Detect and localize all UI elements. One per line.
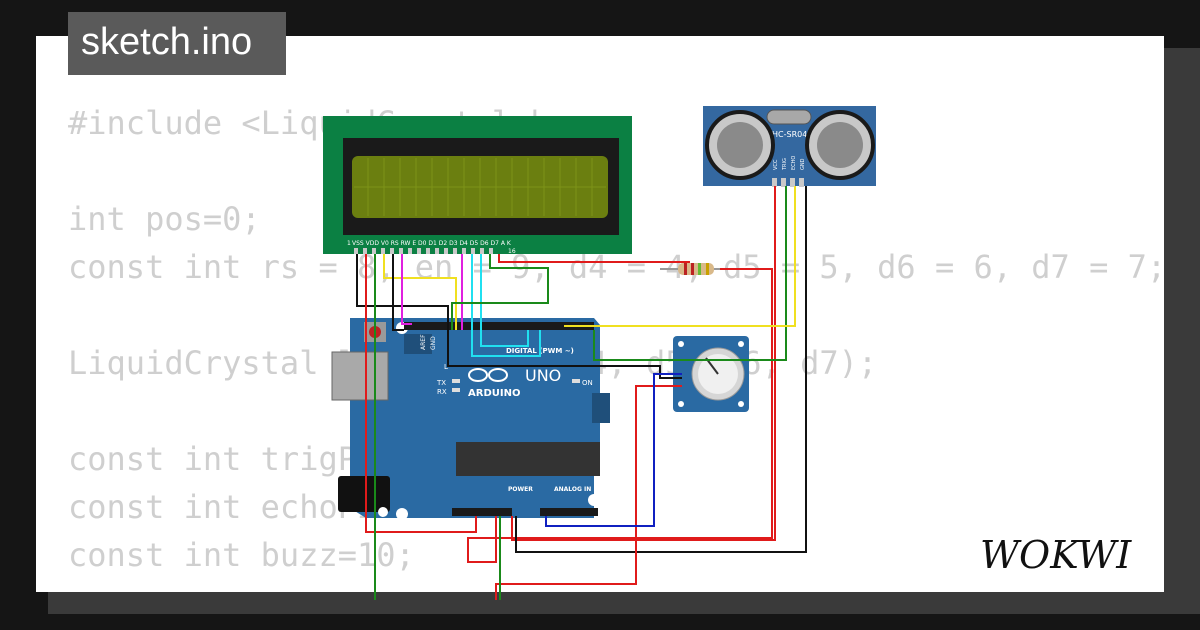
mounting-hole-2 — [378, 507, 388, 517]
arduino-brand-label: ARDUINO — [468, 388, 520, 399]
sensor-pin-trig-label: TRIG — [782, 158, 788, 171]
wire-black-sensor-gnd — [515, 186, 807, 553]
digital-header — [404, 322, 594, 330]
pot-hole-4 — [738, 401, 744, 407]
on-label: ON — [582, 379, 593, 387]
wires — [356, 186, 807, 600]
wire-red-lcd-vdd — [365, 254, 477, 533]
wire-green-lcd-d7 — [451, 254, 549, 330]
wokwi-logo: WOKWI — [980, 533, 1132, 576]
wire-blue-pot-signal — [545, 373, 682, 527]
resistor-band-4 — [706, 263, 709, 275]
analog-in-label: ANALOG IN — [554, 486, 591, 493]
resistor[interactable] — [660, 263, 720, 275]
lcd-char-grid — [354, 158, 606, 216]
aref-label: AREF — [420, 334, 427, 350]
icsp-header-2 — [592, 393, 610, 423]
code-line-3: int pos=0; — [68, 200, 261, 238]
rx-led — [452, 388, 460, 392]
power-jack — [338, 476, 390, 512]
sensor-crystal — [766, 109, 812, 125]
resistor-band-3 — [698, 263, 701, 275]
wire-cyan-lcd-d6 — [480, 254, 529, 347]
wire-magenta-lcd-e — [401, 254, 412, 325]
wire-yellow-sensor-echo — [564, 186, 796, 327]
arduino-model-label: UNO — [525, 366, 561, 385]
ultrasonic-sensor[interactable]: HC-SR04 VCC TRIG ECHO GND — [703, 106, 876, 187]
tx-led — [452, 379, 460, 383]
mounting-hole-3 — [396, 508, 408, 520]
sensor-pin-gnd-label: GND — [800, 158, 806, 170]
wire-cyan-lcd-d5 — [471, 254, 541, 357]
sensor-model-label: HC-SR04 — [772, 130, 807, 139]
wire-red-resistor — [467, 268, 773, 563]
gnd-label: GND — [430, 336, 437, 350]
power-label: POWER — [508, 486, 533, 493]
rx-label: RX — [437, 388, 447, 396]
wire-red-pot-vcc — [495, 385, 682, 600]
wire-red-sensor-vcc — [511, 186, 776, 541]
resistor-band-1 — [684, 263, 687, 275]
arduino-uno-board[interactable]: AREF GND DIGITAL (PWM ~) L TX RX ON ARDU… — [331, 318, 610, 520]
lcd-pin-1-label: 1 — [347, 240, 351, 247]
pot-hole-3 — [678, 401, 684, 407]
lcd-pin-labels: VSS VDD V0 RS RW E D0 D1 D2 D3 D4 D5 D6 … — [352, 240, 512, 247]
pot-hole-1 — [678, 341, 684, 347]
code-line-10: const int buzz=10; — [68, 536, 415, 574]
pot-hole-2 — [738, 341, 744, 347]
lcd-pin-16-label: 16 — [508, 248, 516, 255]
power-header — [452, 508, 512, 516]
sensor-pin-header — [772, 178, 804, 187]
wire-red-lcd-a — [498, 254, 690, 263]
wire-black-lcd-vss — [356, 254, 682, 379]
svg-text:WOKWI: WOKWI — [980, 533, 1132, 576]
on-led — [572, 379, 580, 383]
arduino-logo: ARDUINO — [468, 368, 520, 399]
mounting-hole-4 — [588, 494, 600, 506]
wire-black-lcd-rw — [392, 254, 404, 331]
analog-header — [540, 508, 598, 516]
sensor-mesh-right — [817, 122, 863, 168]
lcd-display[interactable]: 1 VSS VDD V0 RS RW E D0 D1 D2 D3 D4 D5 D… — [323, 116, 632, 255]
potentiometer[interactable] — [673, 336, 749, 412]
icsp-header-1 — [404, 334, 432, 354]
file-tab[interactable]: sketch.ino — [68, 12, 286, 75]
l-led-label: L — [444, 363, 448, 371]
atmega-chip — [456, 442, 600, 476]
sensor-mesh-left — [717, 122, 763, 168]
usb-port — [331, 351, 389, 401]
resistor-band-2 — [691, 263, 694, 275]
sensor-pin-echo-label: ECHO — [791, 156, 797, 170]
file-tab-label: sketch.ino — [81, 21, 253, 63]
sensor-pin-vcc-label: VCC — [773, 159, 779, 170]
lcd-pin-header — [354, 248, 493, 254]
tx-label: TX — [436, 379, 446, 387]
wire-green-sensor-trig — [593, 186, 787, 361]
